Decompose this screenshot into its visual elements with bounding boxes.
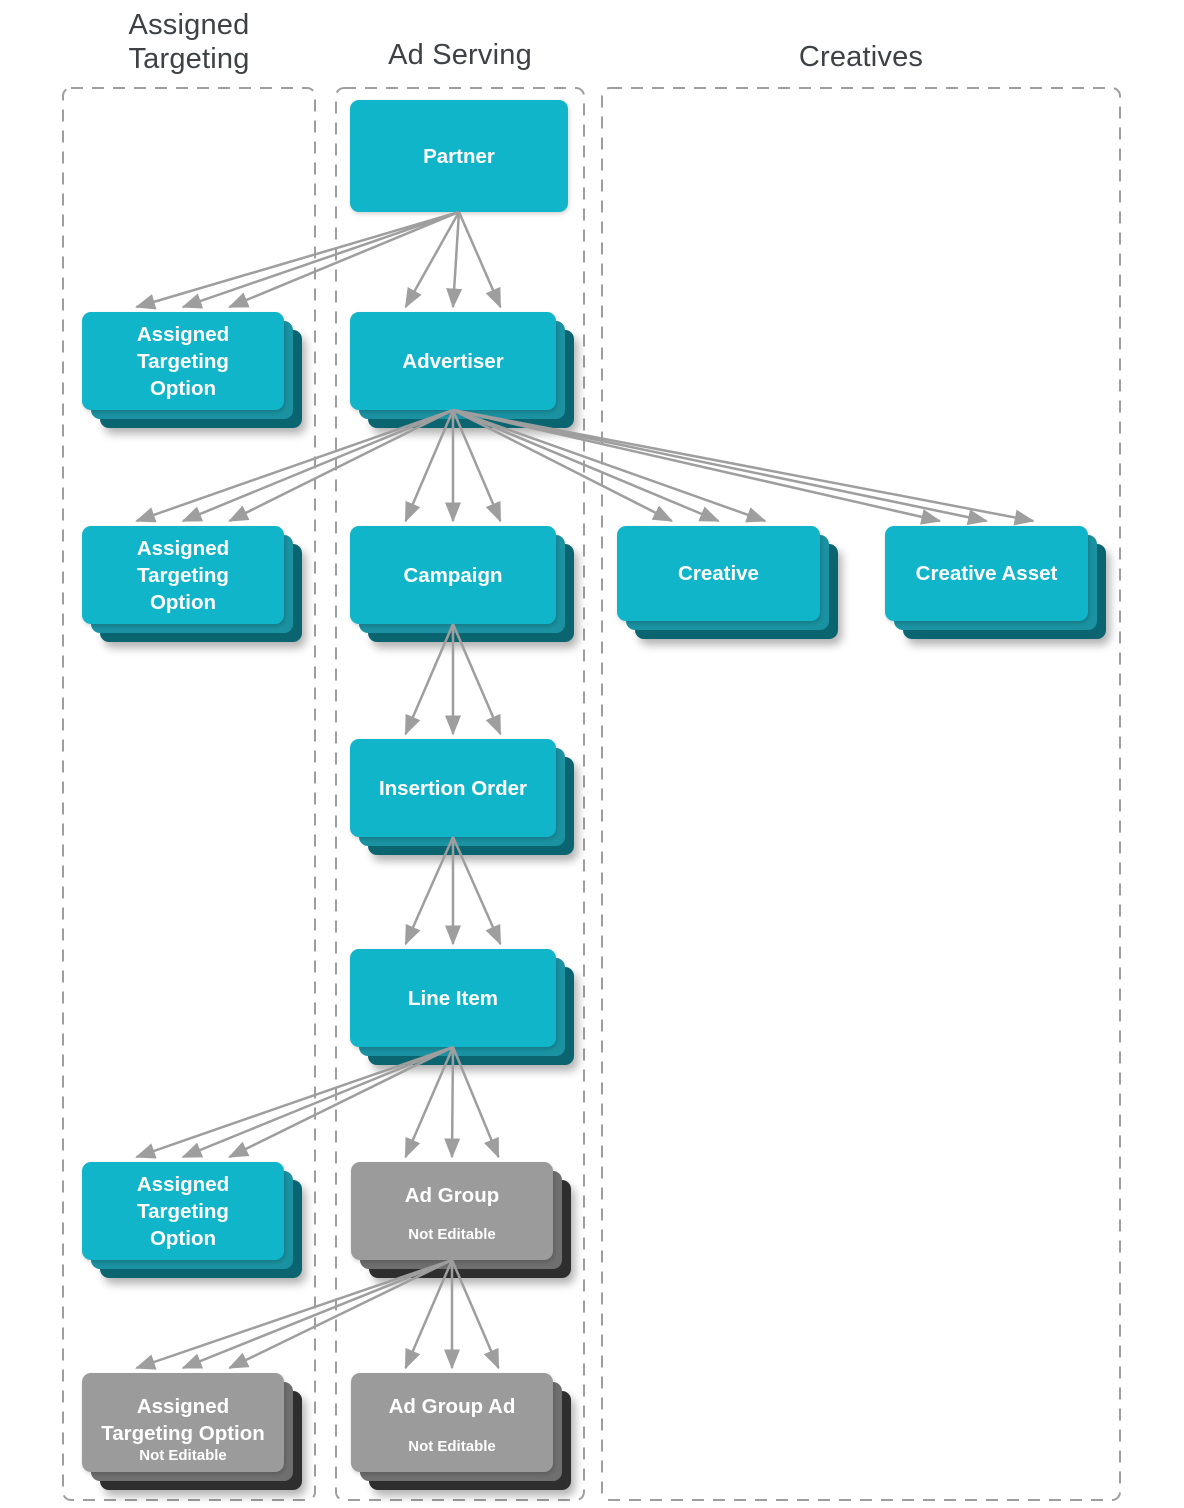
node-label: Advertiser: [402, 349, 504, 373]
diagram-node-creative-asset: Creative Asset: [885, 526, 1106, 639]
node-label: Creative Asset: [915, 562, 1058, 585]
node-label: Assigned Targeting Option: [136, 536, 230, 614]
diagram-node-creative: Creative: [617, 526, 838, 639]
node-label: Campaign: [403, 563, 503, 587]
diagram-node-insertion-order: Insertion Order: [350, 739, 574, 855]
diagram-node-ato3: Assigned Targeting Option: [82, 1162, 302, 1278]
node-face: Assigned Targeting Option: [82, 1162, 284, 1260]
node-face: Creative: [617, 526, 820, 621]
column-header-assigned-targeting: Assigned Targeting: [128, 9, 250, 75]
node-face: Partner: [350, 100, 568, 212]
node-label: Assigned Targeting Option: [136, 322, 230, 400]
node-face: Creative Asset: [885, 526, 1088, 621]
node-face: Insertion Order: [350, 739, 556, 837]
node-label: Ad Group: [404, 1184, 500, 1207]
diagram-node-partner: Partner: [350, 100, 568, 212]
node-label: Creative: [678, 562, 759, 585]
node-sublabel: Not Editable: [408, 1226, 496, 1243]
node-face: Assigned Targeting Option: [82, 312, 284, 410]
node-face: Advertiser: [350, 312, 556, 410]
diagram-node-ato1: Assigned Targeting Option: [82, 312, 302, 428]
node-label: Line Item: [408, 986, 498, 1010]
diagram-node-campaign: Campaign: [350, 526, 574, 642]
node-face: Campaign: [350, 526, 556, 624]
diagram-node-ato2: Assigned Targeting Option: [82, 526, 302, 642]
node-sublabel: Not Editable: [139, 1447, 227, 1464]
node-label: Assigned Targeting Option: [101, 1395, 265, 1445]
node-label: Insertion Order: [378, 776, 528, 800]
diagram-node-advertiser: Advertiser: [350, 312, 574, 428]
node-face: Line Item: [350, 949, 556, 1047]
column-header-creatives: Creatives: [798, 41, 924, 73]
node-face: Ad Group Ad Not Editable: [351, 1373, 553, 1472]
diagram-node-line-item: Line Item: [350, 949, 574, 1065]
node-sublabel: Not Editable: [408, 1438, 496, 1455]
node-label: Partner: [423, 144, 495, 168]
diagram-node-ad-group-ad: Ad Group Ad Not Editable: [351, 1373, 571, 1490]
node-label: Assigned Targeting Option: [136, 1172, 230, 1250]
node-face: Assigned Targeting Option: [82, 526, 284, 624]
column-header-ad-serving: Ad Serving: [388, 39, 532, 71]
node-label: Ad Group Ad: [388, 1395, 516, 1418]
